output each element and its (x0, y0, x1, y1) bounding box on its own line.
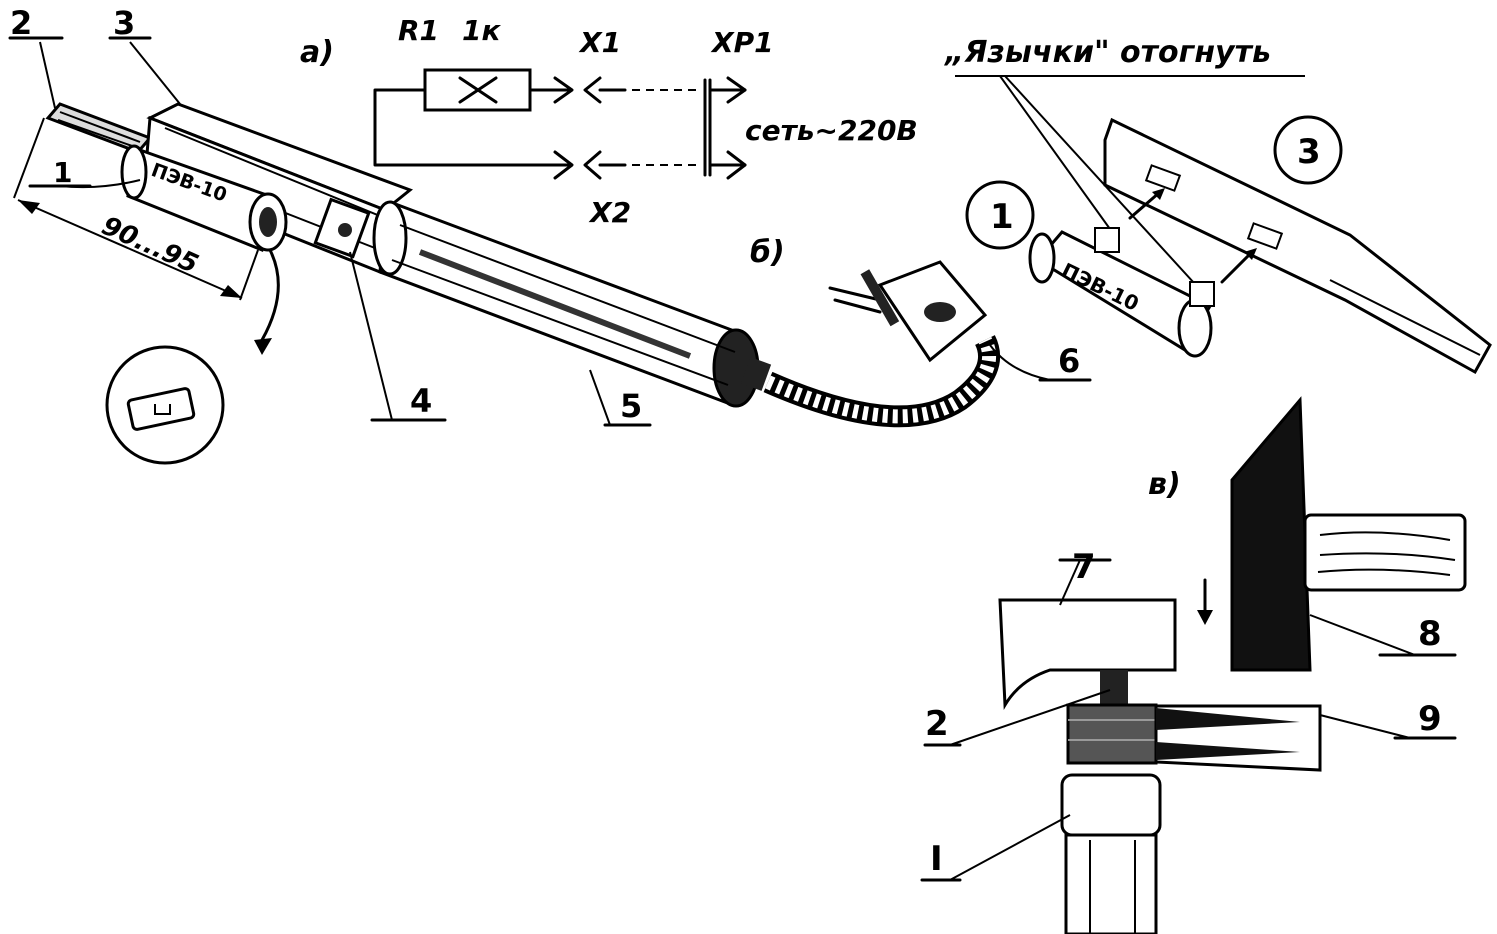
callout-8: 8 (1418, 614, 1442, 654)
callout-4: 4 (410, 382, 432, 420)
callout-5: 5 (620, 387, 642, 425)
x1-label: X1 (578, 26, 621, 59)
mains-label: сеть~220В (745, 114, 918, 147)
r1-label: R1 (398, 14, 439, 47)
dimension-label: 90...95 (97, 211, 202, 280)
circled-1: 1 (990, 197, 1014, 237)
r1-value: 1к (462, 14, 501, 47)
callout-7: 7 (1072, 547, 1096, 587)
callout-1: 1 (53, 156, 72, 189)
callout-1b: I (930, 839, 943, 879)
exploded-detail: „Язычки" отогнуть ПЭВ-10 1 3 (943, 35, 1492, 375)
callout-3: 3 (113, 4, 135, 42)
forging-detail: в) 7 (920, 396, 1467, 934)
x2-label: X2 (588, 196, 631, 229)
section-label-b: б) (750, 235, 785, 270)
callout-9: 9 (1418, 699, 1442, 739)
mains-plug (828, 260, 988, 363)
section-label-c: в) (1148, 467, 1181, 502)
tabs-note: „Язычки" отогнуть (943, 35, 1271, 70)
callout-2: 2 (10, 4, 32, 42)
soldering-iron-assembly: ПЭВ-10 (8, 4, 1092, 465)
tab-detail (105, 345, 225, 465)
power-cord (763, 335, 1000, 428)
handle (372, 200, 772, 408)
circled-3: 3 (1297, 132, 1321, 172)
xp1-label: XP1 (710, 26, 774, 59)
callout-6: 6 (1058, 342, 1080, 380)
callout-2b: 2 (925, 704, 949, 744)
circuit-schematic: а) R1 1к X1 XP1 X2 сеть~220В б) (300, 14, 918, 270)
section-label-a: а) (300, 35, 334, 70)
resistor-heater: ПЭВ-10 (120, 144, 288, 355)
copper-tip (45, 102, 153, 154)
